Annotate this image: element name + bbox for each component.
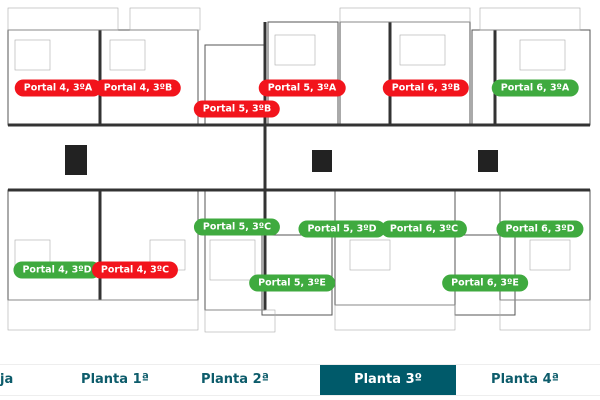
unit-portal-6-3c[interactable]: Portal 6, 3ºC — [380, 220, 468, 238]
unit-portal-6-3e[interactable]: Portal 6, 3ºE — [442, 274, 528, 292]
tab-planta-2[interactable]: Planta 2ª — [201, 372, 269, 387]
tab-planta-1[interactable]: Planta 1ª — [81, 372, 149, 387]
unit-portal-4-3b[interactable]: Portal 4, 3ºB — [94, 79, 182, 97]
unit-portal-4-3c[interactable]: Portal 4, 3ºC — [91, 261, 179, 279]
unit-portal-6-3a[interactable]: Portal 6, 3ºA — [491, 79, 579, 97]
unit-portal-4-3d[interactable]: Portal 4, 3ºD — [13, 261, 101, 279]
tab-planta-baja[interactable]: ja — [0, 372, 14, 387]
tab-planta-4[interactable]: Planta 4ª — [491, 372, 559, 387]
unit-portal-5-3b[interactable]: Portal 5, 3ºB — [193, 100, 281, 118]
unit-portal-5-3a[interactable]: Portal 5, 3ºA — [258, 79, 346, 97]
unit-portal-6-3d[interactable]: Portal 6, 3ºD — [496, 220, 584, 238]
unit-portal-6-3b[interactable]: Portal 6, 3ºB — [382, 79, 470, 97]
floor-tabs: ja Planta 1ª Planta 2ª Planta 3º Planta … — [0, 364, 600, 396]
unit-portal-4-3a[interactable]: Portal 4, 3ºA — [14, 79, 102, 97]
unit-portal-5-3e[interactable]: Portal 5, 3ºE — [249, 274, 335, 292]
tab-planta-3[interactable]: Planta 3º — [320, 365, 456, 395]
unit-portal-5-3d[interactable]: Portal 5, 3ºD — [298, 220, 386, 238]
unit-portal-5-3c[interactable]: Portal 5, 3ºC — [193, 218, 281, 236]
